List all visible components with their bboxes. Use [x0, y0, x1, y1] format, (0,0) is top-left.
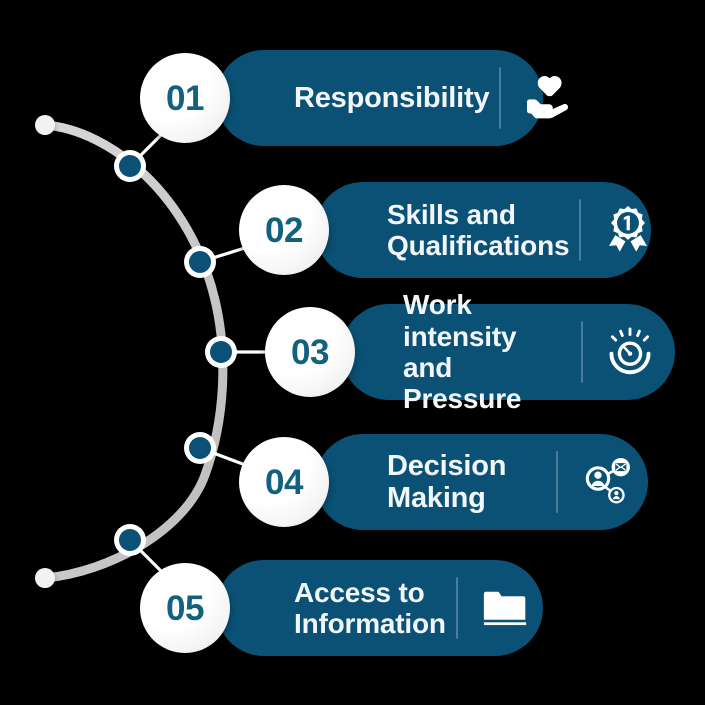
step-label-02: Skills and Qualifications: [387, 198, 570, 261]
step-pill-04[interactable]: Decision Making: [315, 434, 648, 530]
step-label-05: Access to Information: [294, 576, 446, 639]
step-number-05: 05: [166, 588, 204, 628]
step-pill-03[interactable]: Work intensity and Pressure: [341, 289, 675, 414]
pill-divider-02: [579, 199, 582, 261]
step-pill-02[interactable]: Skills and Qualifications: [315, 182, 651, 278]
award-ribbon-icon: [597, 199, 659, 261]
step-number-04: 04: [265, 462, 303, 502]
step-row-02[interactable]: Skills and Qualifications 02: [0, 182, 705, 278]
pill-divider-05: [455, 577, 458, 639]
step-row-03[interactable]: Work intensity and Pressure: [0, 289, 705, 414]
step-row-05[interactable]: Access to Information 05: [0, 560, 705, 656]
step-pill-05[interactable]: Access to Information: [216, 560, 543, 656]
step-label-03: Work intensity and Pressure: [403, 289, 522, 415]
folder-icon: [474, 577, 536, 639]
step-badge-02[interactable]: 02: [239, 185, 329, 275]
timeline-node-01-core: [119, 155, 141, 177]
step-badge-04[interactable]: 04: [239, 437, 329, 527]
step-number-02: 02: [265, 210, 303, 250]
timeline-node-05-core: [119, 529, 141, 551]
pill-divider-03: [581, 321, 583, 383]
step-number-03: 03: [291, 332, 329, 372]
step-badge-03[interactable]: 03: [265, 307, 355, 397]
hand-holding-heart-icon: [517, 67, 579, 129]
pill-divider-01: [499, 67, 502, 129]
step-badge-01[interactable]: 01: [140, 53, 230, 143]
step-label-04: Decision Making: [387, 449, 507, 514]
speedometer-gauge-icon: [599, 321, 661, 383]
step-number-01: 01: [166, 78, 204, 118]
pill-divider-04: [556, 451, 558, 513]
step-row-01[interactable]: Responsibility 01: [0, 50, 705, 146]
step-badge-05[interactable]: 05: [140, 563, 230, 653]
user-network-email-icon: [574, 451, 636, 513]
step-row-04[interactable]: Decision Making: [0, 434, 705, 530]
timeline-node-01[interactable]: [114, 150, 146, 182]
step-pill-01[interactable]: Responsibility: [216, 50, 569, 146]
step-label-01: Responsibility: [294, 81, 490, 114]
